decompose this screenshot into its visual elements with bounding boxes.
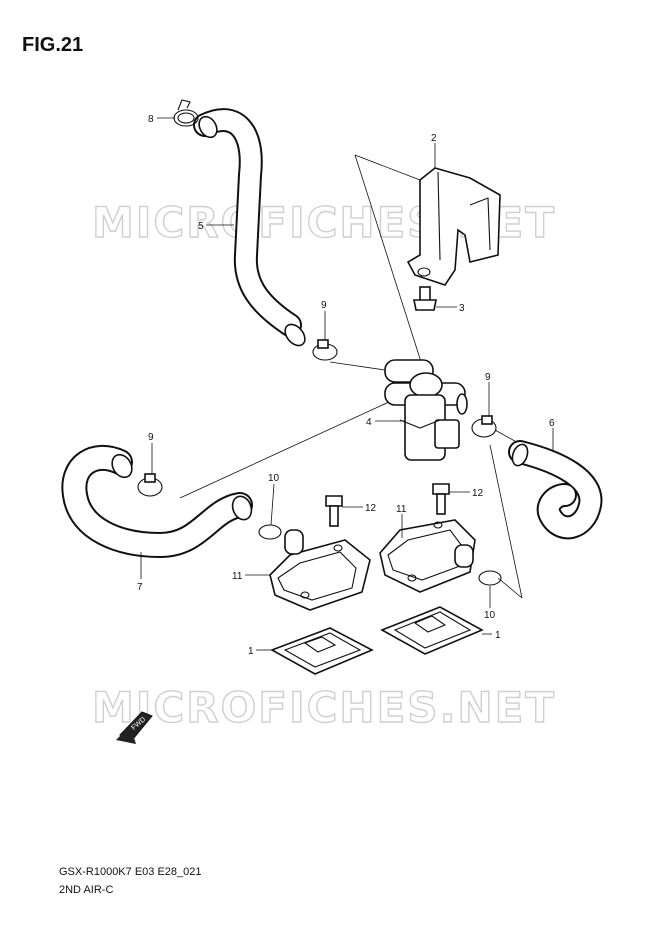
callout-12-right: 12	[472, 488, 484, 499]
callout-10-right: 10	[484, 610, 496, 621]
bolt-12-left	[325, 495, 343, 527]
hose-6	[508, 440, 603, 540]
bolt-3	[413, 286, 437, 311]
clamp-9-right	[471, 415, 497, 438]
callout-9-top: 9	[321, 300, 327, 311]
clamp-9-left	[137, 473, 163, 497]
clamp-10-left	[258, 524, 282, 540]
callout-9-right: 9	[485, 372, 491, 383]
footer-name: 2ND AIR-C	[59, 884, 114, 896]
assembly-guide-lines	[179, 154, 541, 599]
callout-11-right: 11	[396, 504, 407, 515]
cover-11-left	[269, 529, 371, 611]
valve-4	[384, 359, 468, 461]
footer-code: GSX-R1000K7 E03 E28_021	[59, 866, 202, 878]
reed-valve-1-left	[270, 627, 374, 675]
callout-7: 7	[137, 582, 143, 593]
watermark-bottom: MICROFICHES.NET	[92, 683, 556, 732]
callout-1-left: 1	[248, 646, 254, 657]
hose-5	[193, 108, 306, 347]
bracket-2	[406, 167, 501, 286]
callout-10-left: 10	[268, 473, 280, 484]
callout-5: 5	[198, 221, 204, 232]
callout-6: 6	[549, 418, 555, 429]
callout-2: 2	[431, 133, 437, 144]
hose-7	[61, 444, 253, 559]
bolt-12-right	[432, 483, 450, 515]
clamp-10-right	[478, 570, 502, 586]
clamp-9-top	[312, 339, 338, 361]
callout-1-right: 1	[495, 630, 501, 641]
callout-8: 8	[148, 114, 154, 125]
callout-3: 3	[459, 303, 465, 314]
callout-9-left: 9	[148, 432, 154, 443]
cover-11-right	[379, 519, 476, 593]
callout-11-left: 11	[232, 571, 243, 582]
callout-leaders	[140, 117, 554, 651]
reed-valve-1-right	[380, 606, 484, 655]
figure-title: FIG.21	[22, 34, 84, 56]
callout-4: 4	[366, 417, 372, 428]
callout-12-left: 12	[365, 503, 377, 514]
